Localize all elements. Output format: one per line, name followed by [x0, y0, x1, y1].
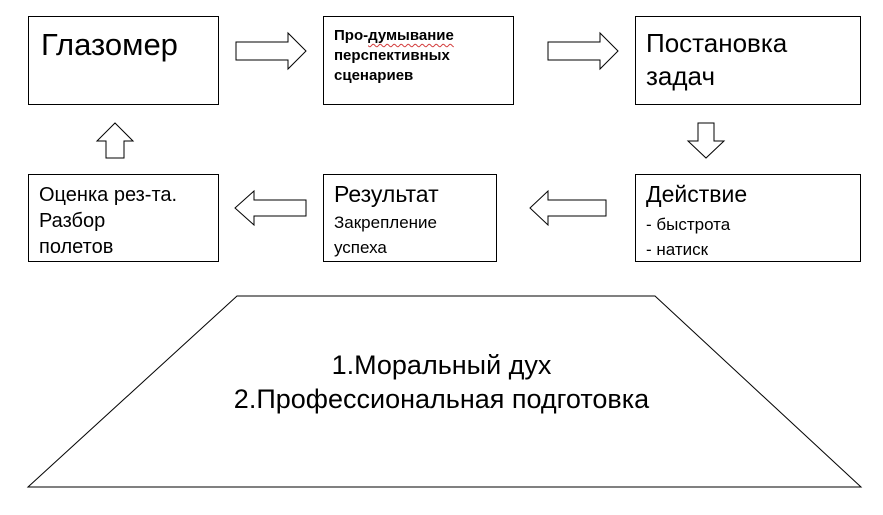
- arrow-right-2: [547, 31, 619, 71]
- arrow-left-2: [234, 189, 307, 227]
- box-produmyvanie-text: Про-думывание перспективных сценариев: [334, 26, 454, 86]
- base-text: 1.Моральный дух 2.Профессиональная подго…: [0, 348, 883, 416]
- arrow-down: [686, 122, 726, 159]
- box-ocenka-text: Оценка рез-та. Разбор полетов: [39, 182, 177, 260]
- arrow-right-1: [235, 31, 307, 71]
- box-produmyvanie-line3: сценариев: [334, 67, 414, 84]
- box-ocenka: Оценка рез-та. Разбор полетов: [28, 174, 219, 262]
- box-deistvie-title: Действие: [646, 181, 748, 207]
- box-deistvie-item1: - быстрота: [646, 215, 731, 234]
- box-postanovka-line2: задач: [646, 61, 715, 91]
- box-glazomer-title: Глазомер: [41, 27, 178, 62]
- box-postanovka: Постановка задач: [635, 16, 861, 105]
- base-line2: 2.Профессиональная подготовка: [233, 384, 650, 414]
- box-rezultat: Результат Закрепление успеха: [323, 174, 497, 262]
- arrow-up: [95, 122, 135, 159]
- box-ocenka-line2: Разбор: [39, 210, 106, 232]
- base-line1: 1.Моральный дух: [331, 350, 552, 380]
- box-rezultat-title: Результат: [334, 181, 439, 207]
- box-rezultat-line1: Закрепление: [334, 213, 437, 232]
- box-produmyvanie-line1-prefix: Про-: [334, 27, 369, 44]
- box-rezultat-line2: успеха: [334, 238, 387, 257]
- box-deistvie: Действие - быстрота - натиск: [635, 174, 861, 262]
- box-produmyvanie-line1-word: думывание: [368, 27, 454, 44]
- box-deistvie-item2: - натиск: [646, 240, 709, 259]
- base-trapezoid: [26, 295, 863, 488]
- box-produmyvanie-line2: перспективных: [334, 47, 450, 64]
- box-ocenka-line3: полетов: [39, 236, 114, 258]
- box-glazomer: Глазомер: [28, 16, 219, 105]
- box-produmyvanie-line1: Про-думывание: [334, 26, 454, 46]
- box-postanovka-text: Постановка задач: [646, 27, 787, 93]
- box-produmyvanie: Про-думывание перспективных сценариев: [323, 16, 514, 105]
- box-ocenka-line1: Оценка рез-та.: [39, 184, 178, 206]
- arrow-left-1: [529, 189, 607, 227]
- box-postanovka-line1: Постановка: [646, 28, 788, 58]
